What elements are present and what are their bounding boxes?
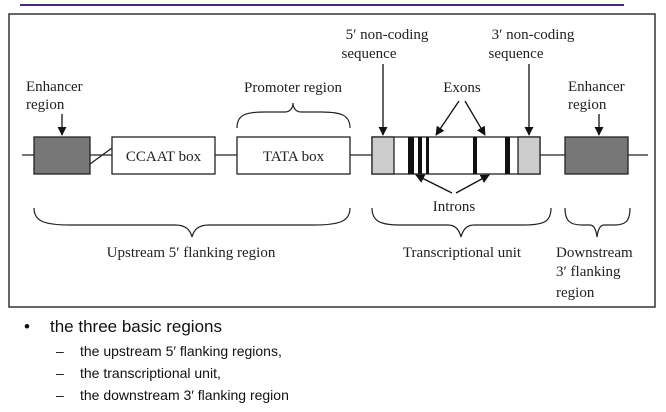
list-item-text: the downstream 3′ flanking region bbox=[80, 387, 289, 403]
noncoding-5-label: 5′ non-coding bbox=[346, 27, 429, 43]
header-rule bbox=[20, 4, 624, 6]
arrow bbox=[435, 100, 460, 136]
tata-box-label: TATA box bbox=[263, 149, 325, 165]
ccaat-box bbox=[111, 136, 216, 175]
downstream-region-label: Downstream bbox=[556, 245, 633, 261]
enhancer-connector bbox=[89, 147, 113, 165]
downstream-region-label-line3: region bbox=[556, 285, 595, 301]
bullet-heading-text: the three basic regions bbox=[50, 317, 222, 336]
promoter-brace bbox=[236, 102, 351, 129]
diagram-frame bbox=[8, 13, 656, 308]
exon-block bbox=[505, 137, 510, 174]
enhancer-left-label: Enhancer bbox=[26, 79, 83, 95]
enhancer-box-right bbox=[564, 136, 629, 175]
noncoding-5-block bbox=[371, 136, 395, 175]
promoter-region-label: Promoter region bbox=[244, 80, 342, 96]
list-item: – the downstream 3′ flanking region bbox=[22, 384, 642, 406]
exon-block bbox=[418, 137, 422, 174]
upstream-brace bbox=[33, 207, 351, 238]
notes-list: • the three basic regions – the upstream… bbox=[22, 314, 642, 406]
dash-glyph: – bbox=[56, 365, 64, 381]
dash-glyph: – bbox=[56, 343, 64, 359]
exon-block bbox=[408, 137, 414, 174]
enhancer-left-label-line2: region bbox=[26, 97, 65, 113]
transcriptional-unit-label: Transcriptional unit bbox=[403, 245, 522, 261]
ccaat-box-label: CCAAT box bbox=[126, 149, 202, 165]
transcriptional-brace bbox=[371, 207, 552, 238]
transcriptional-unit-box bbox=[371, 136, 541, 175]
exon-block bbox=[426, 137, 429, 174]
exon-block bbox=[473, 137, 477, 174]
arrow bbox=[455, 174, 490, 194]
tata-box bbox=[236, 136, 351, 175]
enhancer-right-label: Enhancer bbox=[568, 79, 625, 95]
noncoding-3-label-line2: sequence bbox=[489, 46, 544, 62]
noncoding-3-block bbox=[517, 136, 541, 175]
introns-label: Introns bbox=[433, 199, 476, 215]
list-item: – the upstream 5′ flanking regions, bbox=[22, 340, 642, 362]
dash-glyph: – bbox=[56, 387, 64, 403]
downstream-brace bbox=[564, 207, 631, 238]
enhancer-right-label-line2: region bbox=[568, 97, 607, 113]
bullet-heading: • the three basic regions bbox=[22, 314, 642, 340]
upstream-region-label: Upstream 5′ flanking region bbox=[107, 245, 276, 261]
exons-label: Exons bbox=[443, 80, 481, 96]
list-item-text: the upstream 5′ flanking regions, bbox=[80, 343, 282, 359]
arrow bbox=[415, 174, 453, 194]
noncoding-5-label-line2: sequence bbox=[342, 46, 397, 62]
noncoding-3-label: 3′ non-coding bbox=[492, 27, 575, 43]
list-item: – the transcriptional unit, bbox=[22, 362, 642, 384]
bullet-glyph: • bbox=[24, 317, 30, 336]
list-item-text: the transcriptional unit, bbox=[80, 365, 221, 381]
gene-structure-diagram: CCAAT box TATA box Enhancer region Promo… bbox=[8, 13, 656, 308]
enhancer-box-left bbox=[33, 136, 91, 175]
arrow bbox=[464, 100, 486, 136]
downstream-region-label-line2: 3′ flanking bbox=[556, 264, 621, 280]
